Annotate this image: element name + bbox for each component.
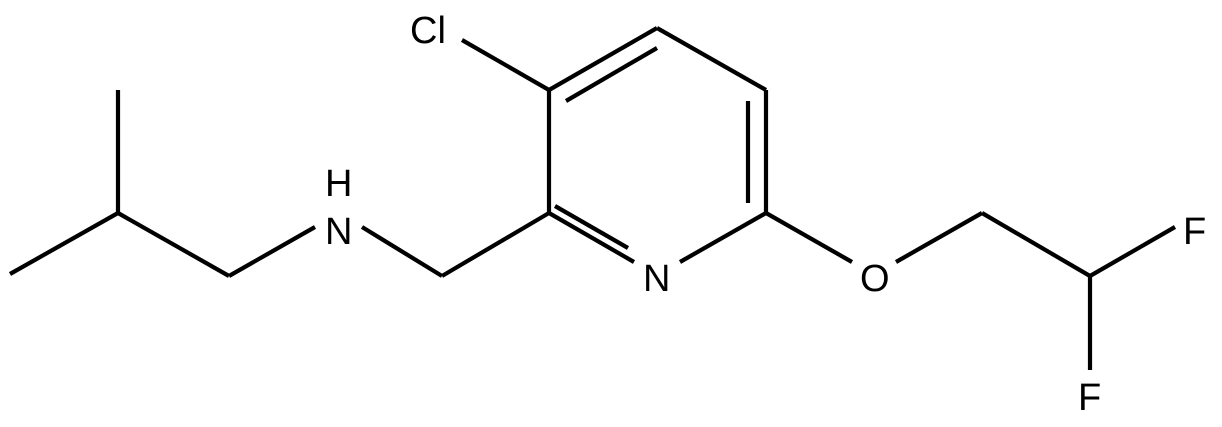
bond-ch2-nh — [227, 225, 317, 278]
bond-c-f-top — [1088, 225, 1177, 278]
bond-ring-n-c2-inner — [553, 204, 630, 250]
bond-ring-c3-c4-inner — [564, 46, 659, 103]
bond-ch2-chf2 — [980, 211, 1092, 278]
bond-ring-c3-c4 — [547, 26, 659, 92]
bond-methyl-left — [8, 211, 120, 276]
amine-hydrogen-label: H — [325, 163, 352, 205]
bond-ring-n-c2 — [547, 211, 636, 264]
bond-c3-cl — [460, 38, 551, 92]
bond-ring-c6-n — [678, 211, 768, 264]
bond-isobutyl-ch2 — [116, 211, 231, 278]
amine-nitrogen-label: N — [325, 211, 352, 253]
ring-nitrogen-label: N — [643, 258, 670, 300]
chlorine-label: Cl — [410, 10, 446, 52]
bond-c6-o — [764, 211, 854, 264]
bond-o-ch2 — [894, 211, 984, 264]
bond-ring-c4-c5 — [655, 26, 768, 92]
fluorine-top-label: F — [1183, 211, 1206, 253]
fluorine-bottom-label: F — [1078, 377, 1101, 419]
bond-ch2-ring — [440, 211, 551, 278]
bond-nh-ch2 — [360, 225, 444, 278]
ether-oxygen-label: O — [860, 258, 890, 300]
